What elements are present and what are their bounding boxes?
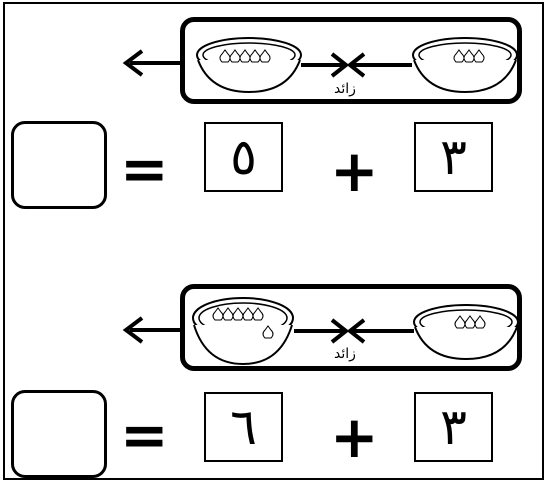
arrow-left-head-2: [122, 316, 144, 344]
plus-sign-1: +: [330, 137, 379, 205]
bowls-panel-2: [180, 284, 522, 371]
arrow-left-head-1: [122, 49, 144, 77]
number-box-left-2: ٦: [204, 392, 283, 462]
right-bowl-2: [413, 304, 519, 361]
equals-sign-2: =: [120, 401, 169, 469]
plus-sign-2: +: [330, 403, 379, 471]
answer-box-2[interactable]: [11, 390, 107, 478]
operator-word-2: زائد: [334, 346, 356, 362]
number-box-right-2: ٣: [414, 392, 493, 462]
left-bowl-items-1: [219, 49, 271, 63]
left-bowl-2: [192, 297, 294, 366]
bowls-panel-1: [180, 17, 522, 104]
equals-sign-1: =: [120, 135, 169, 203]
number-box-right-1: ٣: [414, 122, 493, 192]
left-bowl-items-2: [212, 307, 274, 339]
worksheet-frame: [3, 2, 544, 480]
answer-box-1[interactable]: [11, 121, 107, 209]
right-bowl-items-1: [453, 49, 485, 63]
operator-word-1: زائد: [334, 81, 356, 97]
number-box-left-1: ٥: [204, 122, 283, 192]
right-bowl-items-2: [454, 315, 486, 329]
